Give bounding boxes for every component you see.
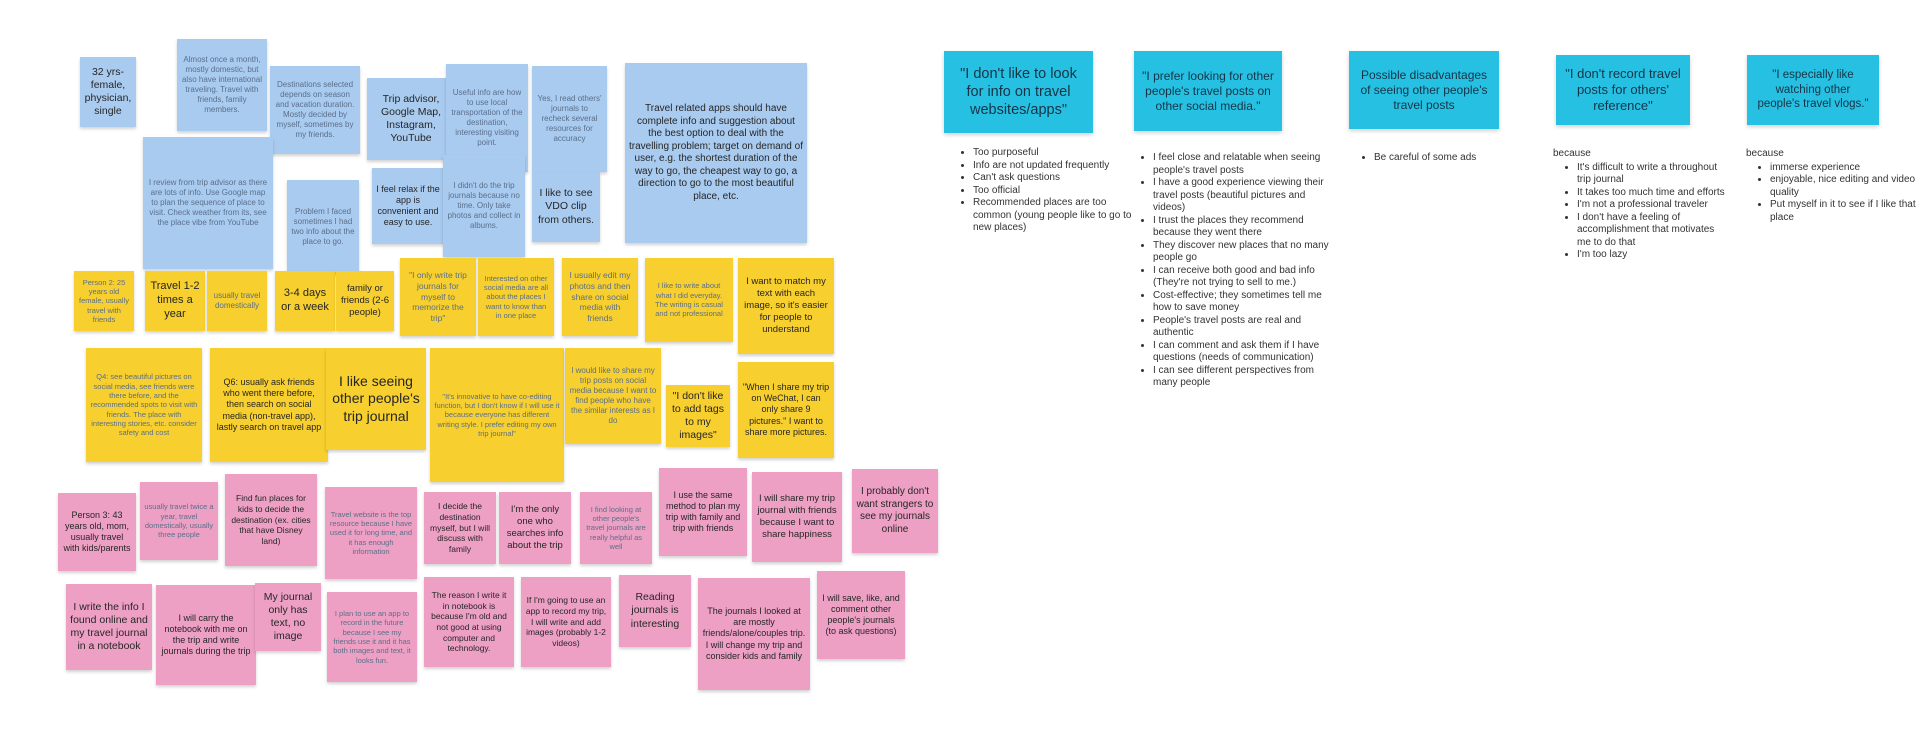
theme-lead-text: because [1553,148,1591,159]
theme-bullet-list: Be careful of some ads [1350,152,1500,165]
bullet-item: Be careful of some ads [1374,152,1500,165]
bullet-list: I feel close and relatable when seeing p… [1129,152,1334,390]
blue-sticky-note[interactable]: Problem I faced sometimes I had two info… [287,180,359,274]
blue-sticky-note[interactable]: I feel relax if the app is convenient an… [372,168,444,244]
bullet-item: I can receive both good and bad info (Th… [1153,265,1334,290]
bullet-list: Too purposefulInfo are not updated frequ… [949,147,1139,235]
bullet-item: I trust the places they recommend becaus… [1153,215,1334,240]
theme-bullet-list: Too purposefulInfo are not updated frequ… [949,147,1139,235]
yellow-sticky-note[interactable]: Q4: see beautiful pictures on social med… [86,348,202,462]
blue-sticky-note[interactable]: I like to see VDO clip from others. [532,172,600,242]
pink-sticky-note[interactable]: I will share my trip journal with friend… [752,472,842,562]
bullet-item: I'm too lazy [1577,249,1728,262]
yellow-sticky-note[interactable]: Q6: usually ask friends who went there b… [210,348,328,462]
pink-sticky-note[interactable]: I will carry the notebook with me on the… [156,585,256,685]
bullet-list: Be careful of some ads [1350,152,1500,165]
pink-sticky-note[interactable]: If I'm going to use an app to record my … [521,577,611,667]
pink-sticky-note[interactable]: I plan to use an app to record in the fu… [327,592,417,682]
bullet-item: I can see different perspectives from ma… [1153,365,1334,390]
blue-sticky-note[interactable]: Destinations selected depends on season … [270,66,360,154]
bullet-item: Info are not updated frequently [973,160,1139,173]
yellow-sticky-note[interactable]: usually travel domestically [207,271,267,331]
bullet-item: It's difficult to write a throughout tri… [1577,162,1728,187]
bullet-item: Can't ask questions [973,172,1139,185]
theme-card[interactable]: Possible disadvantages of seeing other p… [1349,51,1499,129]
yellow-sticky-note[interactable]: I like to write about what I did everyda… [645,258,733,342]
yellow-sticky-note[interactable]: family or friends (2-6 people) [336,271,394,331]
bullet-item: Recommended places are too common (young… [973,197,1139,235]
pink-sticky-note[interactable]: usually travel twice a year, travel dome… [140,482,218,560]
pink-sticky-note[interactable]: The reason I write it in notebook is bec… [424,577,514,667]
bullet-item: It takes too much time and efforts [1577,187,1728,200]
theme-card[interactable]: "I especially like watching other people… [1747,55,1879,125]
theme-bullet-list: I feel close and relatable when seeing p… [1129,152,1334,390]
pink-sticky-note[interactable]: I will save, like, and comment other peo… [817,571,905,659]
yellow-sticky-note[interactable]: Interested on other social media are all… [478,258,554,336]
yellow-sticky-note[interactable]: I want to match my text with each image,… [738,258,834,354]
yellow-sticky-note[interactable]: Travel 1-2 times a year [145,271,205,331]
pink-sticky-note[interactable]: The journals I looked at are mostly frie… [698,578,810,690]
yellow-sticky-note[interactable]: "When I share my trip on WeChat, I can o… [738,362,834,458]
theme-card[interactable]: "I prefer looking for other people's tra… [1134,51,1282,131]
yellow-sticky-note[interactable]: I would like to share my trip posts on s… [565,348,661,444]
pink-sticky-note[interactable]: I'm the only one who searches info about… [499,492,571,564]
bullet-item: Cost-effective; they sometimes tell me h… [1153,290,1334,315]
pink-sticky-note[interactable]: I find looking at other people's travel … [580,492,652,564]
bullet-item: Put myself in it to see if I like that p… [1770,199,1920,224]
blue-sticky-note[interactable]: Useful info are how to use local transpo… [446,64,528,172]
bullet-item: enjoyable, nice editing and video qualit… [1770,174,1920,199]
blue-sticky-note[interactable]: Travel related apps should have complete… [625,63,807,243]
blue-sticky-note[interactable]: 32 yrs-female, physician, single [80,57,136,127]
bullet-item: People's travel posts are real and authe… [1153,315,1334,340]
bullet-item: I don't have a feeling of accomplishment… [1577,212,1728,250]
blue-sticky-note[interactable]: Yes, I read others' journals to recheck … [532,66,607,172]
bullet-item: immerse experience [1770,162,1920,175]
bullet-list: It's difficult to write a throughout tri… [1553,162,1728,262]
yellow-sticky-note[interactable]: 3-4 days or a week [275,271,335,331]
bullet-list: immerse experienceenjoyable, nice editin… [1746,162,1920,225]
bullet-item: They discover new places that no many pe… [1153,240,1334,265]
blue-sticky-note[interactable]: Almost once a month, mostly domestic, bu… [177,39,267,131]
blue-sticky-note[interactable]: I review from trip advisor as there are … [143,137,273,269]
theme-card[interactable]: "I don't record travel posts for others'… [1556,55,1690,125]
yellow-sticky-note[interactable]: "I only write trip journals for myself t… [400,258,476,336]
pink-sticky-note[interactable]: I probably don't want strangers to see m… [852,469,938,553]
blue-sticky-note[interactable]: Trip advisor, Google Map, Instagram, You… [367,78,455,160]
pink-sticky-note[interactable]: I write the info I found online and my t… [66,584,152,670]
bullet-item: I can comment and ask them if I have que… [1153,340,1334,365]
theme-lead-text: because [1746,148,1784,159]
yellow-sticky-note[interactable]: "I don't like to add tags to my images" [666,385,730,447]
pink-sticky-note[interactable]: I decide the destination myself, but I w… [424,492,496,564]
yellow-sticky-note[interactable]: Person 2: 25 years old female, usually t… [74,271,134,331]
yellow-sticky-note[interactable]: I usually edit my photos and then share … [562,258,638,336]
bullet-item: I have a good experience viewing their t… [1153,177,1334,215]
pink-sticky-note[interactable]: Reading journals is interesting [619,575,691,647]
bullet-item: I'm not a professional traveler [1577,199,1728,212]
bullet-item: Too official [973,185,1139,198]
pink-sticky-note[interactable]: Travel website is the top resource becau… [325,487,417,579]
theme-bullet-list: becauseIt's difficult to write a through… [1553,148,1728,262]
blue-sticky-note[interactable]: I didn't do the trip journals because no… [443,155,525,257]
pink-sticky-note[interactable]: My journal only has text, no image [255,583,321,651]
pink-sticky-note[interactable]: I use the same method to plan my trip wi… [659,468,747,556]
theme-card[interactable]: "I don't like to look for info on travel… [944,51,1093,133]
theme-bullet-list: because immerse experienceenjoyable, nice… [1746,148,1920,224]
yellow-sticky-note[interactable]: "It's innovative to have co-editing func… [430,348,564,482]
bullet-item: I feel close and relatable when seeing p… [1153,152,1334,177]
pink-sticky-note[interactable]: Find fun places for kids to decide the d… [225,474,317,566]
pink-sticky-note[interactable]: Person 3: 43 years old, mom, usually tra… [58,493,136,571]
bullet-item: Too purposeful [973,147,1139,160]
yellow-sticky-note[interactable]: I like seeing other people's trip journa… [326,348,426,450]
